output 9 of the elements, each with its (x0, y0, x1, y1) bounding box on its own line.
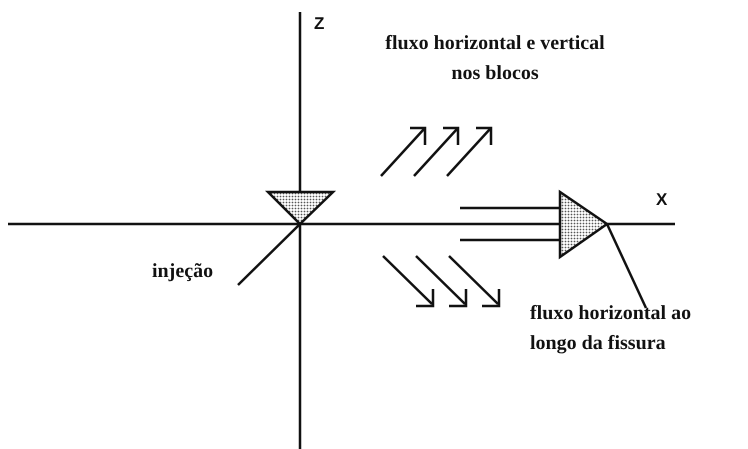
label-text: injeção (152, 256, 242, 286)
leader-line (606, 223, 648, 309)
annotation-text: fluxo horizontal e vertical nos blocos (384, 31, 606, 86)
axis-label: Z (314, 14, 326, 34)
axis-label: X (656, 190, 668, 210)
leader-line (237, 223, 301, 286)
marker-triangle (264, 190, 336, 226)
marker-triangle (558, 190, 610, 260)
label-text: fluxo horizontal ao longo da fissura (530, 298, 730, 358)
